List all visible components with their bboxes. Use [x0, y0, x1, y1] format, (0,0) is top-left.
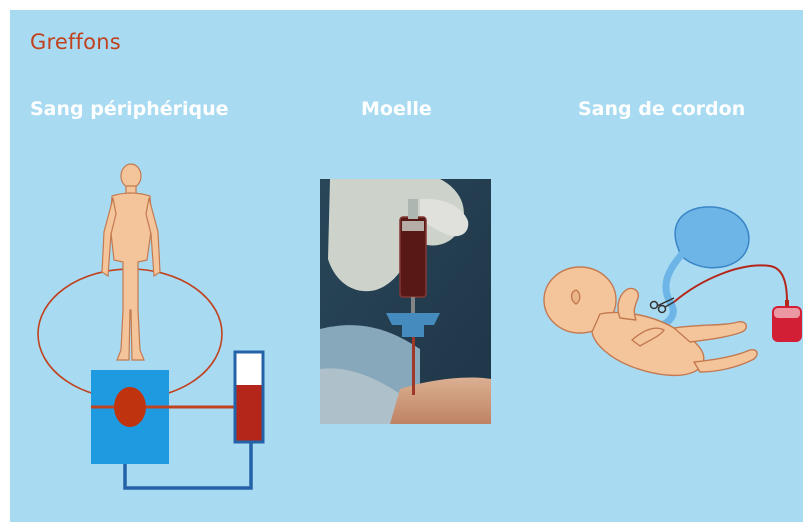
centrifuge-icon — [114, 387, 146, 427]
human-body-icon — [102, 164, 160, 360]
cord-blood-tubing — [674, 265, 787, 302]
newborn-baby-icon — [544, 267, 757, 375]
slide: Greffons Sang périphérique Moelle Sang d… — [10, 10, 803, 522]
bone-marrow-aspiration-photo — [320, 179, 491, 424]
placenta-icon — [675, 207, 749, 268]
bone-marrow-photo-art — [320, 179, 491, 424]
umbilical-cord — [660, 254, 682, 326]
blood-bag-icon — [772, 300, 802, 342]
collection-tube-icon — [235, 352, 263, 442]
